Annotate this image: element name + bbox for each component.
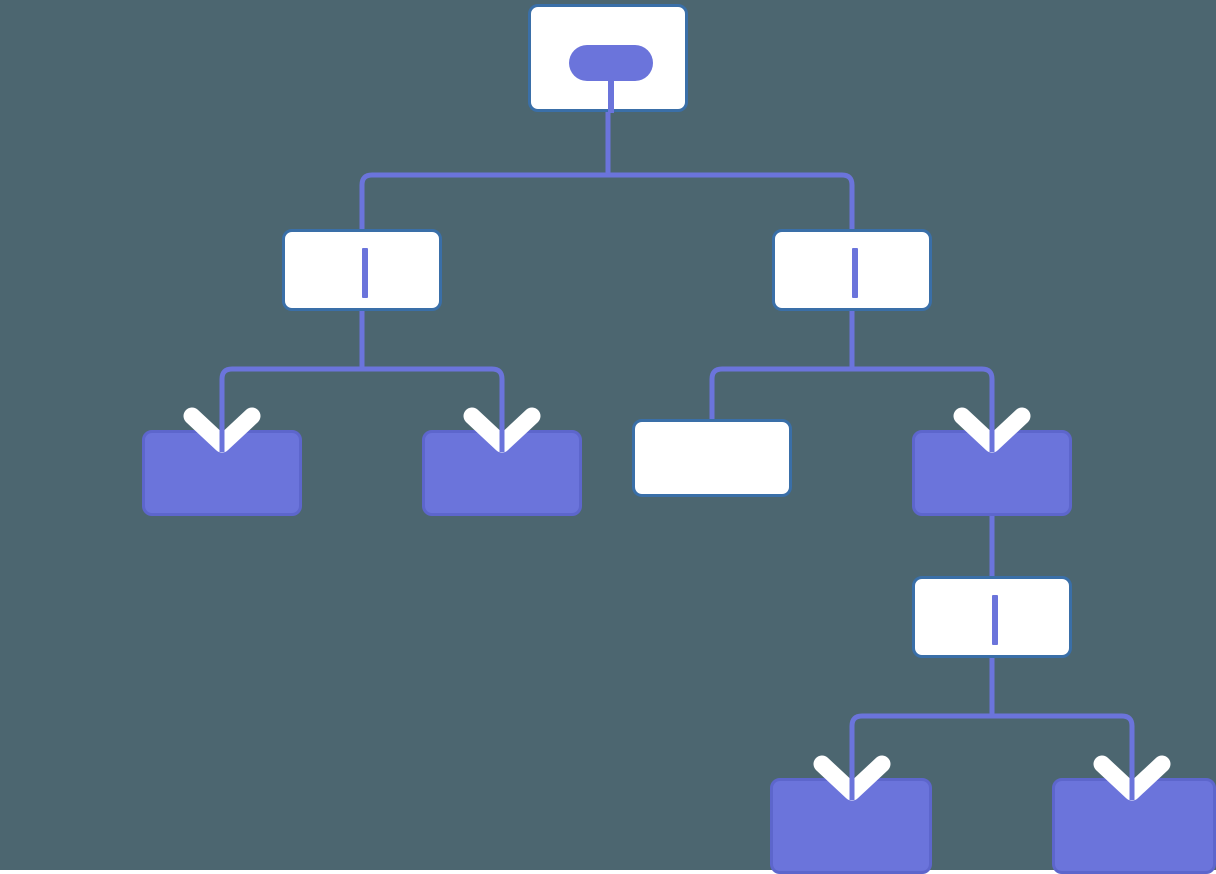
node-branch-left-inner-line (362, 248, 368, 298)
edge-deep-to-leaf-1 (849, 713, 992, 800)
node-branch-left[interactable] (282, 229, 442, 311)
node-deep-leaf-1[interactable] (770, 778, 932, 874)
node-deep-branch-inner-line (992, 595, 998, 645)
node-deep-leaf-2[interactable] (1052, 778, 1216, 874)
edge-branch-left-to-leaf-2 (362, 366, 505, 452)
edge-deep-to-leaf-2 (992, 713, 1135, 800)
node-deep-branch[interactable] (912, 576, 1072, 658)
node-leaf-white[interactable] (632, 419, 792, 497)
node-subbranch[interactable] (912, 430, 1072, 516)
root-stem-shape (608, 73, 614, 113)
edge-branch-left-to-leaf-1 (219, 366, 362, 452)
edge-root-to-branch-left (359, 172, 608, 229)
edge-branch-right-to-leaf-white (709, 366, 852, 419)
node-root[interactable] (528, 4, 688, 113)
node-branch-right-inner-line (852, 248, 858, 298)
node-branch-right[interactable] (772, 229, 932, 311)
edge-branch-right-to-subbranch (852, 366, 995, 452)
edge-root-to-branch-right (608, 172, 855, 229)
node-leaf-2[interactable] (422, 430, 582, 516)
node-leaf-1[interactable] (142, 430, 302, 516)
